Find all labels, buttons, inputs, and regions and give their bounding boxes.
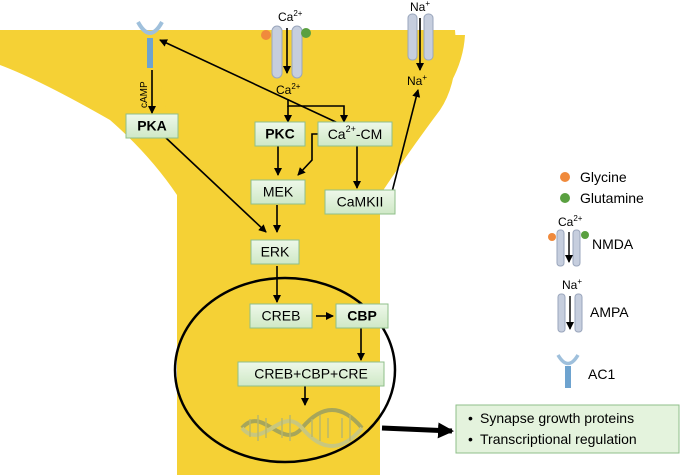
- node-mek: MEK: [250, 179, 306, 205]
- legend-ac1-icon: [556, 354, 580, 388]
- outcome-item-1: Synapse growth proteins: [480, 410, 634, 426]
- cell-body-top-right: [150, 35, 465, 160]
- glycine-dot-icon: [261, 30, 271, 40]
- arrow-ca-cacm: [287, 99, 348, 123]
- ampa-channel-icon: [407, 13, 434, 61]
- legend-glutamine-icon: [560, 193, 570, 203]
- ac1-receptor-icon: [136, 20, 164, 68]
- svg-text:CREB: CREB: [262, 308, 301, 324]
- node-pkc: PKC: [254, 121, 306, 147]
- outcome-bullet-1: •: [468, 410, 473, 426]
- legend: Glycine Glutamine Ca2+ NMDA Na+ AMPA AC1: [548, 169, 644, 388]
- legend-nmda-icon: [548, 229, 589, 267]
- svg-text:MEK: MEK: [263, 184, 294, 200]
- legend-nmda-label: NMDA: [592, 236, 634, 252]
- legend-glycine-icon: [560, 172, 570, 182]
- arrow-camkii-na: [391, 89, 421, 193]
- outcome-bullet-2: •: [468, 431, 473, 447]
- legend-ampa-icon: [557, 293, 583, 333]
- svg-text:Ca2+-CM: Ca2+-CM: [328, 124, 383, 141]
- node-creb: CREB: [249, 303, 313, 329]
- svg-text:PKA: PKA: [137, 118, 167, 134]
- nmda-channel-icon: [261, 25, 311, 79]
- svg-text:ERK: ERK: [261, 244, 290, 260]
- legend-ampa-label: AMPA: [590, 304, 629, 320]
- glutamine-dot-icon: [301, 28, 311, 38]
- nucleus: [173, 276, 397, 464]
- arrow-cacm-ac1: [159, 39, 339, 124]
- node-cbp: CBP: [335, 303, 389, 329]
- legend-ac1-label: AC1: [588, 366, 615, 382]
- svg-text:CBP: CBP: [347, 308, 377, 324]
- arrow-pka-erk: [164, 136, 267, 233]
- legend-glycine-label: Glycine: [580, 169, 627, 185]
- ca-inner-label: Ca2+: [276, 82, 301, 97]
- node-camkii: CaMKII: [324, 189, 396, 215]
- node-ca-cm: Ca2+-CM: [317, 121, 393, 147]
- ca-top-label: Ca2+: [278, 9, 303, 24]
- svg-text:CREB+CBP+CRE: CREB+CBP+CRE: [254, 366, 368, 382]
- legend-glutamine-label: Glutamine: [580, 190, 644, 206]
- na-inner-label: Na+: [407, 73, 427, 88]
- legend-nmda-ion: Ca2+: [558, 214, 583, 229]
- outcome-item-2: Transcriptional regulation: [480, 431, 637, 447]
- legend-ampa-ion: Na+: [562, 277, 582, 292]
- node-complex: CREB+CBP+CRE: [237, 361, 385, 387]
- node-erk: ERK: [250, 239, 300, 265]
- outcomes-box: • Synapse growth proteins • Transcriptio…: [455, 404, 680, 454]
- camp-label: cAMP: [139, 81, 150, 108]
- node-pka: PKA: [125, 113, 179, 139]
- arrow-dna-outcomes: [381, 422, 454, 439]
- svg-text:PKC: PKC: [265, 126, 295, 142]
- na-top-label: Na+: [410, 0, 430, 14]
- dna-helix-icon: [240, 408, 364, 448]
- svg-text:CaMKII: CaMKII: [337, 194, 384, 210]
